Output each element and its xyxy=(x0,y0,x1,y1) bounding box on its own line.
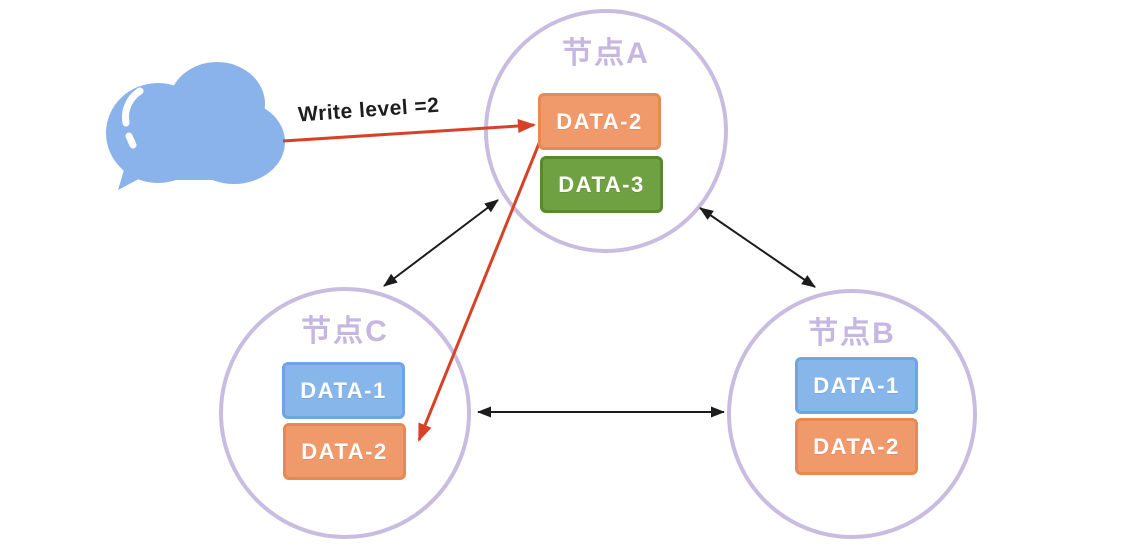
sync-arrow-a-c xyxy=(383,199,499,287)
node-a-data-3-block: DATA-3 xyxy=(540,156,663,213)
sync-arrow-a-b xyxy=(699,207,816,288)
node-c-data-2-block: DATA-2 xyxy=(283,423,406,480)
client-cloud-icon xyxy=(106,62,285,190)
node-c-label: 节点C xyxy=(301,315,389,348)
node-b-data-2-block: DATA-2 xyxy=(795,418,918,475)
node-a-label: 节点A xyxy=(562,37,650,70)
node-c-data-1-block: DATA-1 xyxy=(282,362,405,419)
write-level-label: Write level =2 xyxy=(297,93,441,127)
node-a-data-2-block: DATA-2 xyxy=(538,93,661,150)
node-b-data-1-block: DATA-1 xyxy=(795,357,918,414)
node-b-circle xyxy=(727,289,977,539)
node-b-label: 节点B xyxy=(808,317,896,350)
